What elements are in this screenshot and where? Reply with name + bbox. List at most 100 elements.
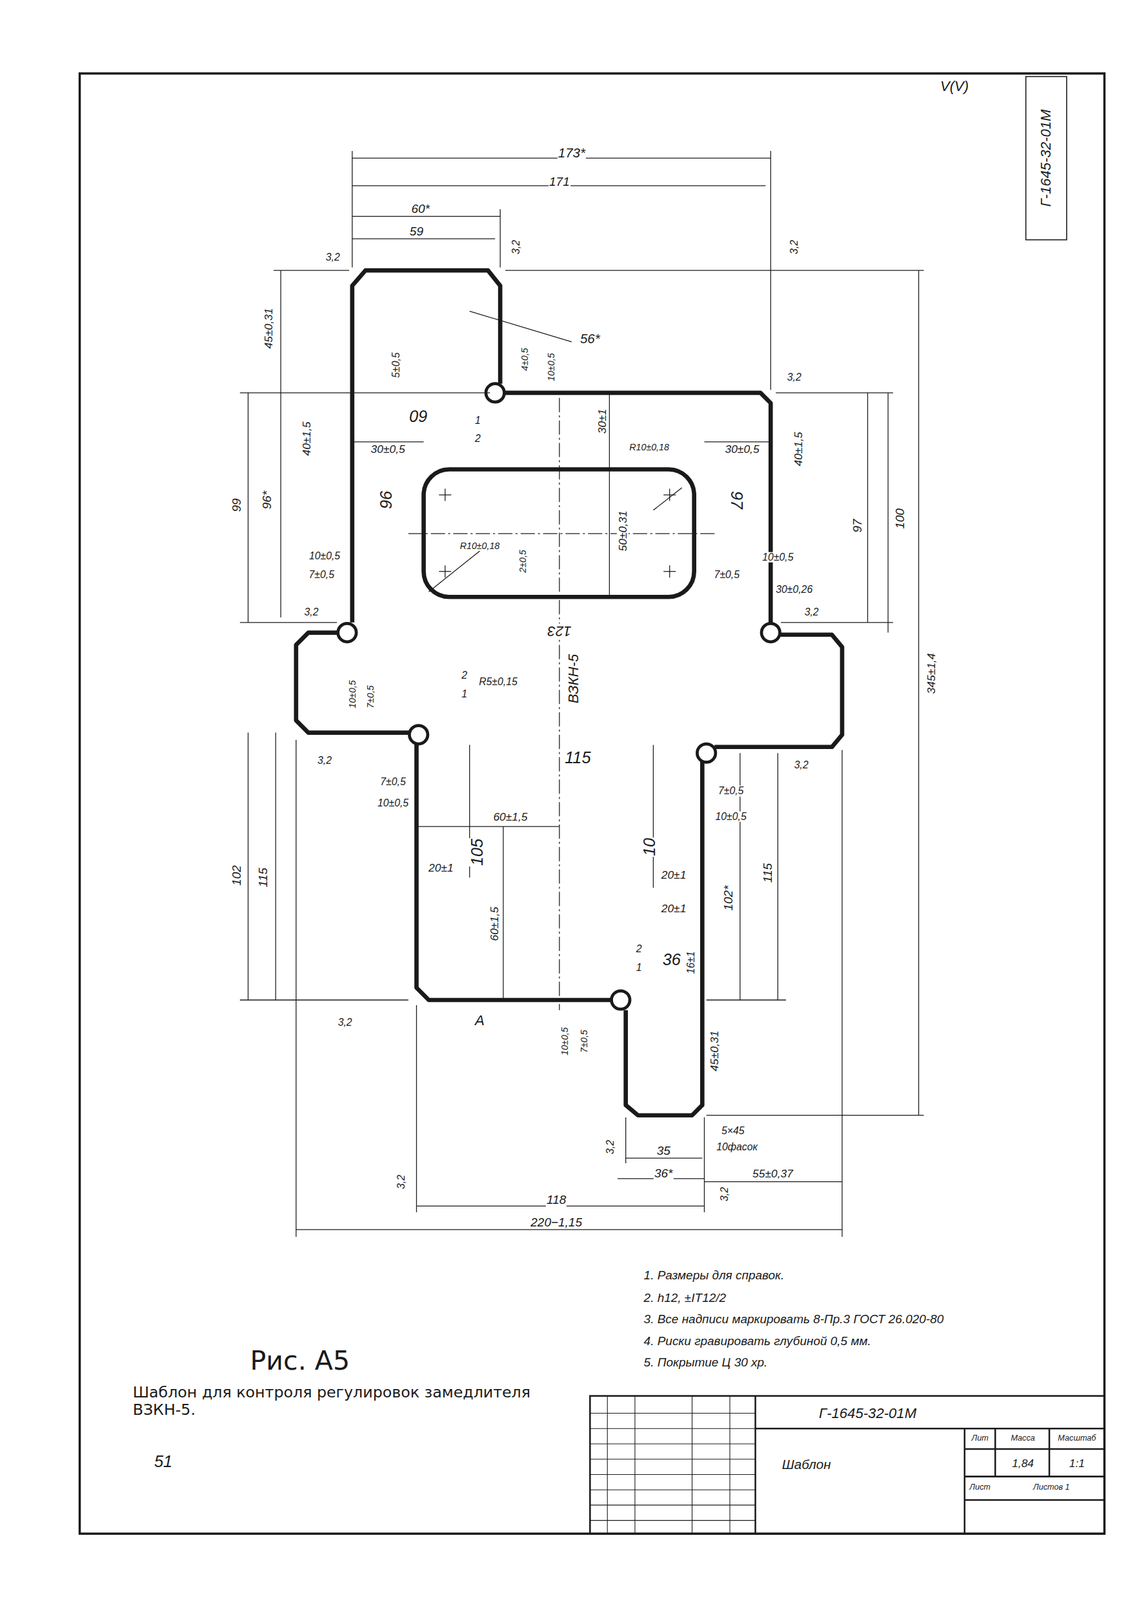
dimension-label: 220−1,15	[529, 1216, 583, 1230]
dimension-label: 123	[546, 623, 572, 639]
dimension-label: 40±1,5	[792, 431, 805, 467]
dimension-label: 2. h12, ±IT12/2	[643, 1291, 727, 1305]
dimension-label: 51	[153, 1453, 173, 1471]
dimension-label: 2	[474, 433, 482, 445]
dimension-label: 3,2	[793, 760, 810, 772]
dimension-label: 16±1	[685, 950, 697, 975]
dimension-label: 1	[635, 962, 643, 974]
dimension-label: 102*	[722, 885, 736, 912]
dimension-label: Г-1645-32-01М	[1038, 109, 1054, 208]
dimension-label: 10±0,5	[761, 551, 794, 563]
dimension-label: 99	[230, 497, 244, 513]
dimension-label: Лит	[970, 1435, 989, 1444]
dimension-label: 5×45	[720, 1125, 746, 1137]
dimension-label: 115	[256, 867, 270, 888]
dimension-label: 55±0,37	[751, 1168, 794, 1180]
dimension-label: V(V)	[939, 79, 970, 95]
figure-title: Рис. А5	[250, 1345, 351, 1377]
dimension-label: 2	[635, 944, 643, 956]
dimension-label: 10±0,5	[559, 1026, 570, 1056]
dimension-label: 100	[893, 507, 907, 530]
dimension-label: 50±0,31	[616, 509, 629, 552]
dimension-label: 60±1,5	[492, 810, 528, 823]
dimension-label: 171	[548, 175, 571, 189]
dimension-label: 59	[409, 225, 424, 239]
dimension-label: 20±1	[660, 902, 688, 915]
dimension-label: 30±1	[596, 408, 608, 435]
dimension-label: 7±0,5	[379, 776, 406, 788]
dimension-label: 30±0,5	[370, 443, 406, 455]
dimension-label: 10±0,5	[376, 798, 410, 810]
dimension-label: ВЗКН-5	[565, 653, 581, 705]
dimension-label: 10±0,5	[308, 551, 341, 563]
dimension-label: 10±0,5	[546, 352, 557, 383]
dimension-label: 105	[467, 838, 486, 867]
dimension-label: Шаблон	[781, 1457, 832, 1472]
dimension-label: 36	[662, 951, 682, 969]
dimension-label: 118	[545, 1193, 567, 1207]
dimension-label: 10±0,5	[347, 679, 357, 709]
dimension-label: 45±0,31	[708, 1030, 721, 1073]
dimension-label: Г-1645-32-01М	[818, 1406, 917, 1421]
dimension-label: 4±0,5	[520, 347, 530, 372]
dimension-label: 7±0,5	[365, 685, 376, 710]
dimension-label: 102	[230, 864, 244, 887]
dimension-label: 3,2	[337, 1017, 353, 1029]
dimension-label: Масса	[1009, 1435, 1036, 1444]
dimension-label: R5±0,15	[478, 676, 519, 688]
dimension-label: 7±0,5	[578, 1029, 589, 1054]
dimension-label: 40±1,5	[300, 421, 312, 457]
figure-caption: Шаблон для контроля регулировок замедлит…	[132, 1384, 583, 1420]
dimension-label: 1,84	[1011, 1457, 1035, 1470]
dimension-label: 10фасок	[715, 1142, 759, 1154]
dimension-label: 3,2	[786, 372, 803, 384]
dimension-label: 1	[460, 688, 468, 700]
dimension-label: 3. Все надписи маркировать 8-Пр.3 ГОСТ 2…	[643, 1313, 945, 1327]
dimension-label: 30±0,5	[724, 443, 760, 455]
dimension-label: 45±0,31	[262, 307, 275, 350]
dimension-label: 97	[851, 518, 865, 534]
dimension-label: 3,2	[605, 1139, 617, 1156]
dimension-label: 115	[761, 862, 775, 883]
dimension-label: 3,2	[719, 1186, 731, 1203]
dimension-label: 20±1	[660, 869, 688, 881]
dimension-label: Листов 1	[1032, 1484, 1071, 1493]
dimension-label: 1:1	[1068, 1457, 1086, 1470]
dimension-label: Масштаб	[1057, 1435, 1097, 1444]
dimension-label: 96	[377, 490, 395, 510]
dimension-label: Лист	[968, 1484, 992, 1493]
dimension-label: 1	[474, 414, 482, 426]
dimension-label: 36*	[653, 1167, 674, 1181]
dimension-label: 10	[640, 837, 659, 857]
dimension-label: 96*	[260, 490, 274, 510]
dimension-label: 56*	[579, 331, 601, 346]
dimension-label: 60	[409, 407, 429, 426]
dimension-label: А	[474, 1013, 486, 1028]
dimension-label: 3,2	[303, 607, 319, 619]
dimension-label: 5±0,5	[390, 352, 402, 379]
dimension-label: 60±1,5	[487, 906, 500, 942]
dimension-label: 115	[564, 748, 592, 766]
dimension-label: 7±0,5	[717, 785, 745, 797]
dimension-label: 2	[460, 670, 468, 682]
dimension-label: 97	[728, 490, 746, 510]
dimension-label: 35	[656, 1144, 672, 1158]
dimension-label: 3,2	[804, 607, 820, 619]
dimension-label: 30±0,26	[775, 584, 814, 596]
dimension-label: 20±1	[427, 861, 455, 874]
dimension-label: R10±0,18	[628, 442, 670, 452]
dimension-label: 7±0,5	[308, 569, 335, 581]
dimension-label: 3,2	[325, 251, 341, 263]
dimension-label: 10±0,5	[715, 811, 748, 823]
dimension-label: 7±0,5	[713, 569, 741, 581]
dimension-label: 3,2	[316, 755, 333, 766]
dimension-label: 3,2	[395, 1174, 407, 1190]
dimension-label: 345±1,4	[925, 653, 937, 695]
dimension-label: R10±0,18	[459, 541, 501, 552]
dimension-label: 1. Размеры для справок.	[643, 1269, 786, 1283]
dimension-label: 4. Риски гравировать глубиной 0,5 мм.	[643, 1335, 872, 1349]
dimension-label: 173*	[557, 145, 586, 161]
dimension-label: 2±0,5	[517, 549, 528, 574]
dimension-label: 5. Покрытие Ц 30 хр.	[643, 1356, 769, 1370]
